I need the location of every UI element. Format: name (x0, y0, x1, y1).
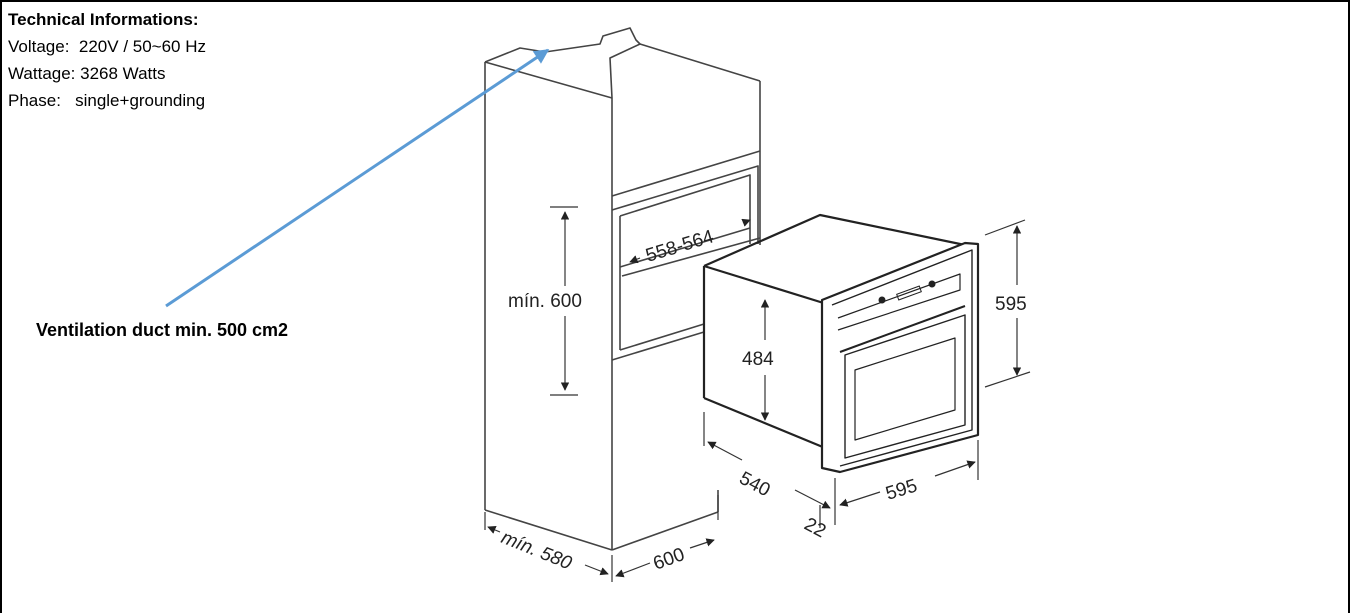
ventilation-arrow (165, 48, 550, 308)
oven (702, 213, 980, 474)
oven-controls (878, 280, 936, 304)
cabinet-width-label: 600 (651, 544, 688, 575)
voltage-spec: Voltage: 220V / 50~60 Hz (8, 37, 207, 56)
technical-info-block: Technical Informations: Voltage: 220V / … (8, 6, 206, 114)
phase-spec: Phase: single+grounding (8, 91, 206, 110)
cabinet (484, 27, 761, 551)
wattage-spec: Wattage: 3268 Watts (8, 64, 166, 83)
oven-depth-label: 540 (736, 468, 774, 501)
technical-info-heading: Technical Informations: (8, 10, 199, 29)
oven-width-label: 595 (883, 475, 919, 504)
dimension-lines (484, 206, 1031, 582)
oven-inner-height-label: 484 (742, 349, 774, 370)
niche-height-label: mín. 600 (508, 291, 582, 312)
ventilation-duct-label: Ventilation duct min. 500 cm2 (36, 320, 289, 340)
front-thickness-label: 22 (801, 514, 830, 542)
oven-height-label: 595 (995, 294, 1027, 315)
